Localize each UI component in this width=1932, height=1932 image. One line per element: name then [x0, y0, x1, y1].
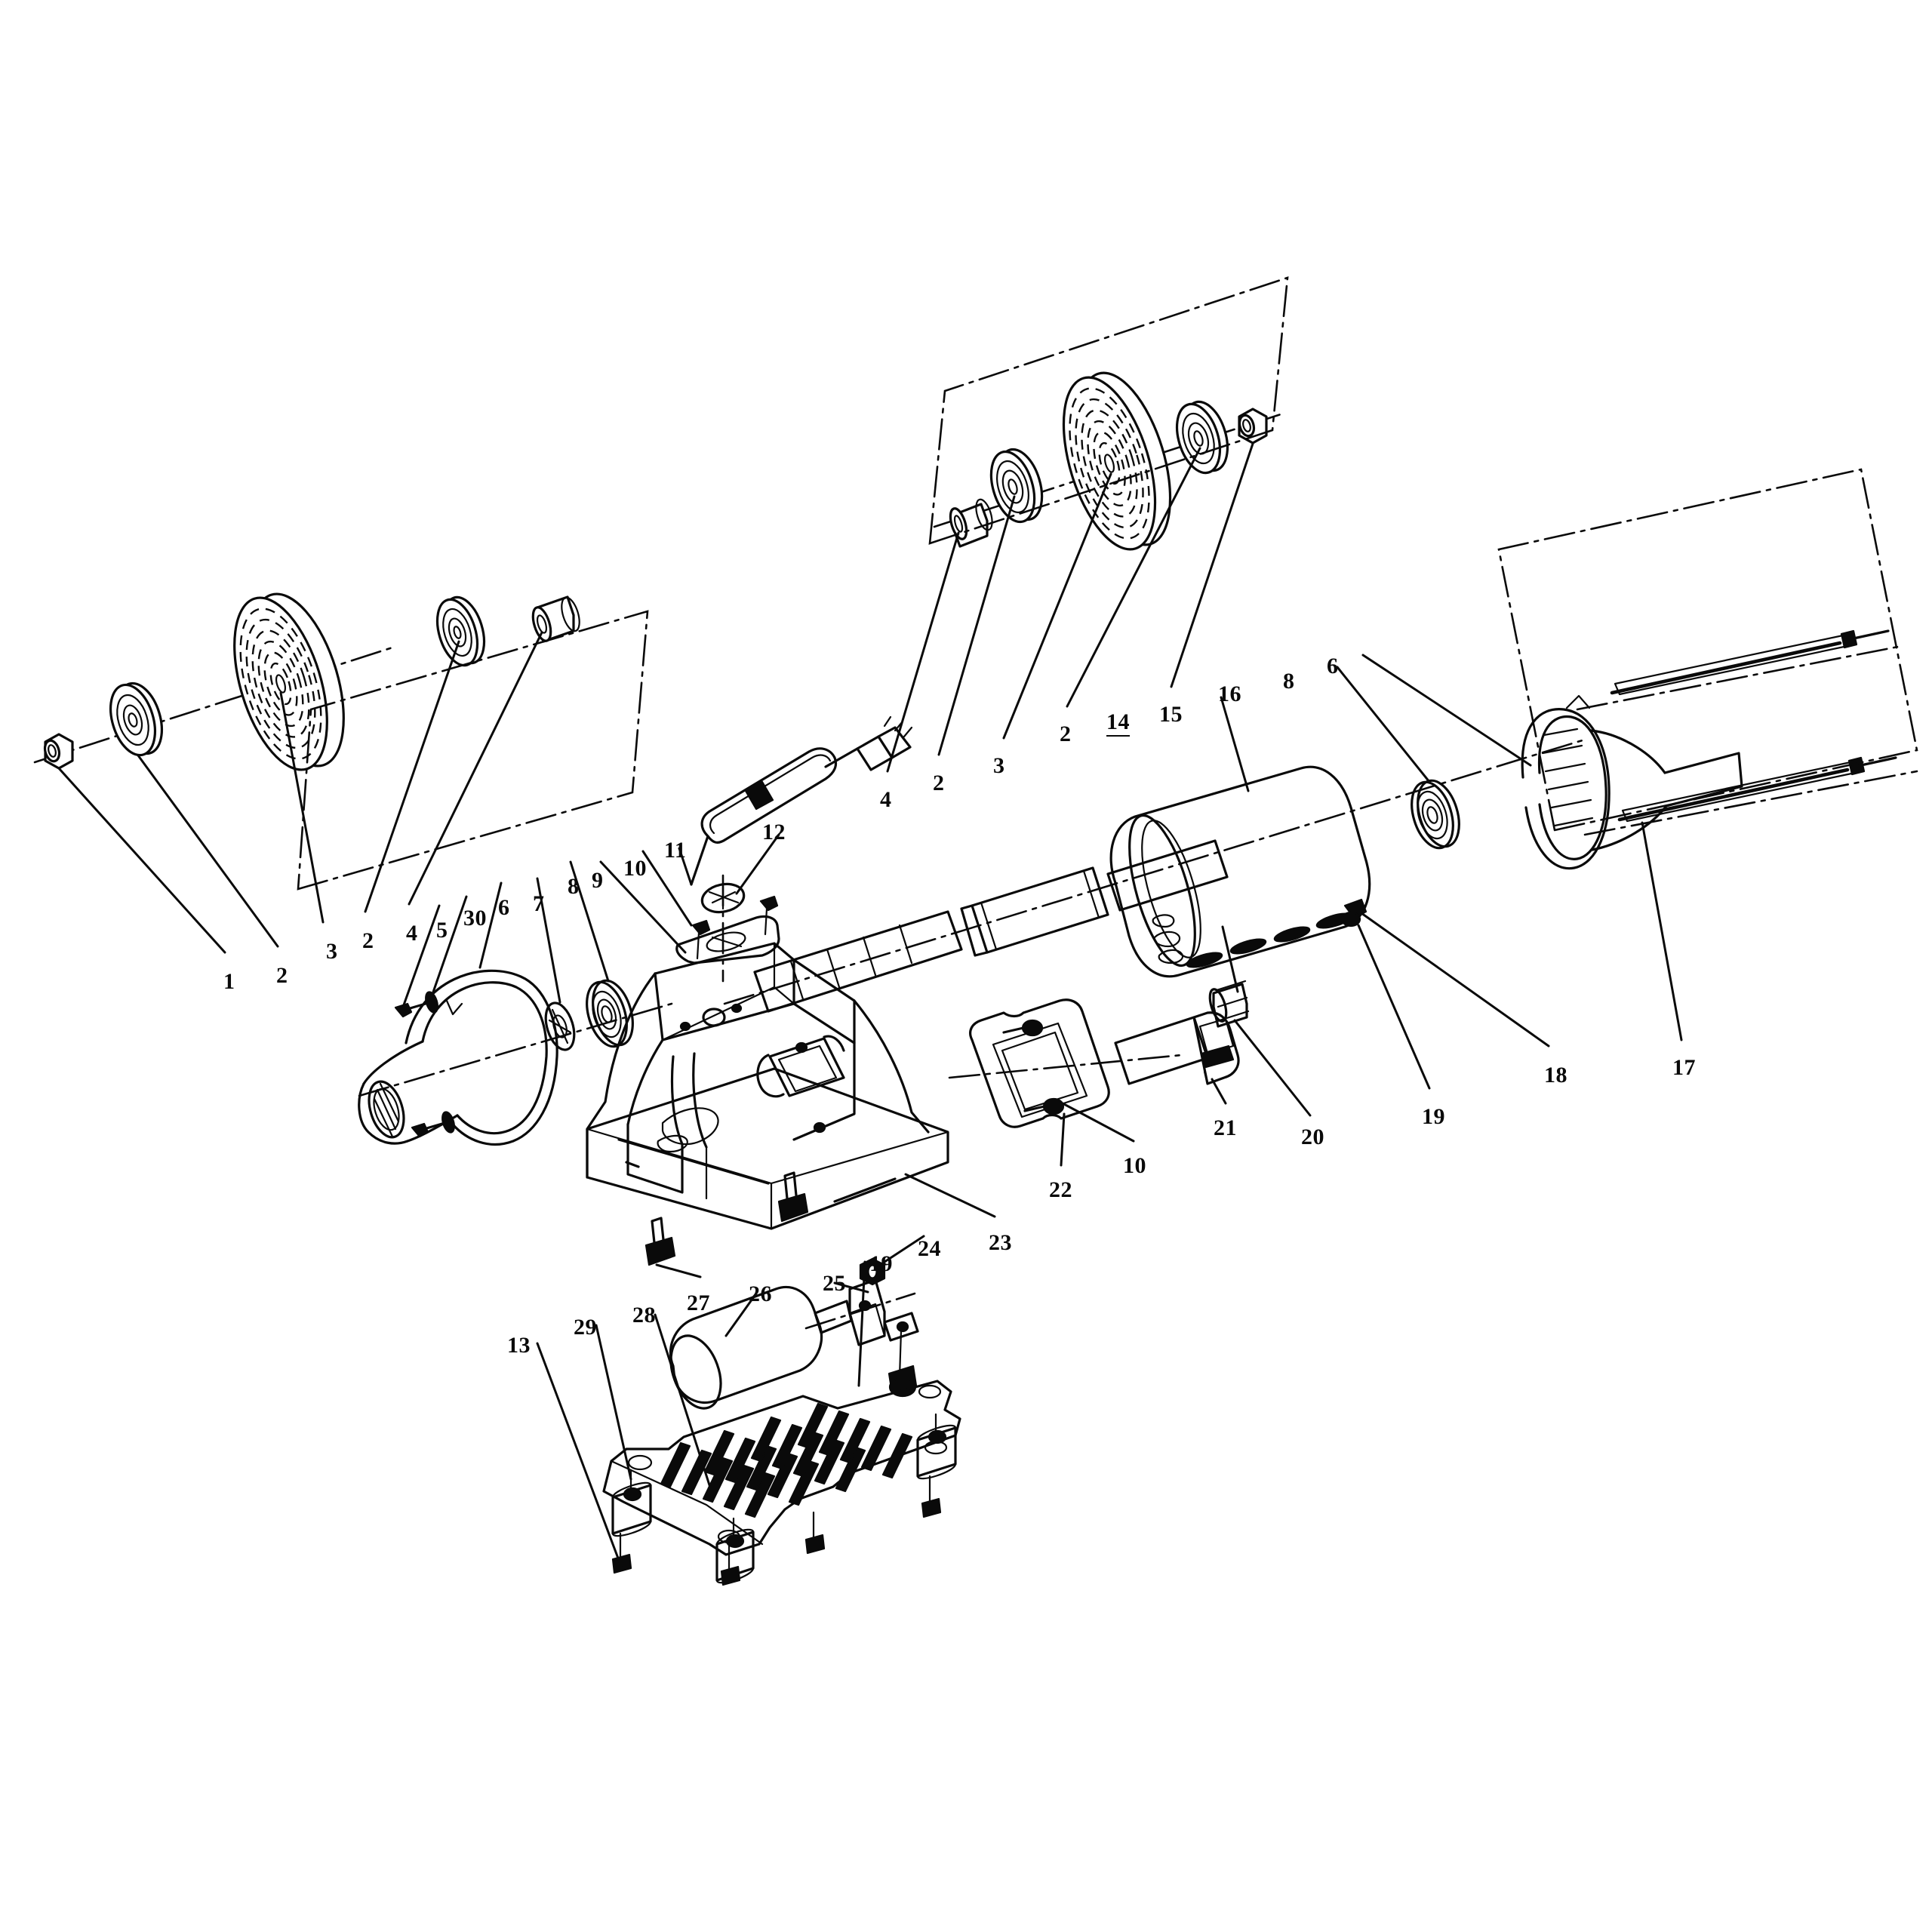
wheel-guard-left-part [358, 969, 558, 1146]
screw-bracket-right [759, 895, 779, 936]
callout-number-27: 27 [687, 1291, 710, 1315]
bearing-spacer-sleeve-part [1208, 925, 1312, 1117]
switch-mounting-plate-group [948, 998, 1183, 1167]
bearing-retainer-washer-left-part [544, 1001, 576, 1051]
callout-number-15: 15 [1159, 702, 1183, 727]
callout-number-24: 24 [918, 1236, 941, 1261]
right-guard-assembly-group [1336, 654, 1743, 870]
callout-number-7: 7 [533, 891, 545, 916]
callout-number-1: 1 [223, 969, 235, 994]
screw-plate-lower [1023, 1097, 1065, 1115]
callout-number-6: 6 [498, 895, 510, 920]
callout-number-3: 3 [993, 753, 1005, 778]
callout-number-20: 20 [1301, 1124, 1324, 1149]
callout-number-11: 11 [664, 838, 687, 863]
callout-number-2: 2 [362, 928, 374, 953]
capacitor-group [669, 1235, 925, 1410]
left-wheel-assembly-group [33, 592, 649, 891]
callout-number-22: 22 [1049, 1177, 1072, 1202]
callout-number-28: 28 [632, 1303, 656, 1327]
hex-nut-left-outer-part [43, 733, 74, 770]
callout-number-21: 21 [1214, 1115, 1237, 1140]
switch-group [1114, 1011, 1240, 1105]
vent-slot-rows [660, 1402, 913, 1518]
ball-bearing-left-part [586, 979, 634, 1048]
housing-side-vents [1186, 912, 1353, 968]
callout-number-16: 16 [1218, 681, 1241, 706]
screw-bracket-left [691, 919, 711, 960]
callout-number-10: 10 [623, 856, 647, 881]
callout-number-23: 23 [989, 1230, 1012, 1255]
bottom-vent-plate-group [536, 1313, 961, 1586]
callout-number-29: 29 [574, 1315, 597, 1340]
callout-number-13: 13 [507, 1333, 531, 1358]
rubber-foot-fr [916, 1413, 957, 1480]
screw-plate-upper [1002, 1019, 1044, 1037]
power-cord-group [690, 715, 913, 886]
callout-number-9: 9 [592, 868, 604, 893]
tool-rest-bar-upper [1610, 629, 1890, 696]
motor-armature-group [723, 738, 1586, 1013]
cord-leader-lines [678, 833, 780, 895]
callout-number-25: 25 [823, 1271, 846, 1296]
callout-number-4: 4 [406, 921, 418, 946]
flange-washer-right-outer-part [1175, 400, 1229, 475]
rubber-foot-bl [715, 1517, 755, 1584]
capacitor-clamp-nut-part [859, 1257, 886, 1286]
callout-number-5: 5 [436, 918, 448, 943]
flange-washer-left-inner-part [435, 595, 486, 667]
left-assembly-boundary-box [297, 610, 649, 891]
right-wheel-assembly-group [928, 276, 1289, 551]
flange-washer-left-small-part [109, 681, 163, 757]
callout-number-6: 6 [1327, 654, 1339, 678]
callout-number-8: 8 [1283, 669, 1295, 694]
callout-number-26: 26 [749, 1281, 772, 1306]
callout-number-2: 2 [276, 963, 288, 988]
base-mount-screw-left [645, 1217, 702, 1278]
callout-number-19: 19 [1422, 1104, 1445, 1129]
eye-shield-leader-lines [599, 850, 693, 954]
flange-washer-right-inner-part [989, 448, 1044, 524]
rubber-foot-fl [611, 1470, 652, 1537]
right-assembly-boundary-box [928, 276, 1289, 545]
callout-number-2: 2 [1060, 721, 1072, 746]
callout-number-14: 14 [1106, 711, 1130, 737]
callout-number-19: 19 [869, 1251, 893, 1276]
callout-number-18: 18 [1544, 1063, 1567, 1088]
housing-screw-group [1340, 898, 1550, 1090]
ball-bearing-right-part [1411, 779, 1460, 850]
callout-number-12: 12 [762, 820, 786, 844]
buffing-wheel-left-part [233, 592, 345, 771]
callout-number-3: 3 [326, 939, 338, 964]
spacer-bushing-left-part [531, 595, 580, 643]
motor-stator-housing-group [1109, 696, 1371, 978]
left-assembly-leader-lines [57, 631, 543, 954]
callout-number-10: 10 [1123, 1153, 1146, 1178]
callout-number-17: 17 [1672, 1055, 1696, 1080]
callout-number-30: 30 [463, 906, 487, 931]
tool-rest-bars-group [1497, 468, 1918, 1041]
callout-number-2: 2 [933, 771, 945, 795]
callout-number-4: 4 [880, 787, 892, 812]
spacer-bushing-right-part [949, 498, 993, 548]
washer-guard-left-lower [441, 1111, 455, 1134]
grinding-wheel-right-part [1062, 371, 1172, 551]
callout-number-8: 8 [568, 874, 580, 899]
left-guard-leader-lines [400, 860, 610, 1013]
eye-shield-bracket-group [675, 895, 780, 964]
left-guard-center-axis [358, 1002, 673, 1097]
housing-vent-slots [1152, 914, 1184, 964]
right-assembly-leader-lines [886, 442, 1254, 773]
cord-grommet-group [700, 874, 746, 983]
left-guard-assembly-group [358, 969, 673, 1146]
base-mount-screw-mid [777, 1171, 809, 1223]
base-pedestal-group [586, 942, 996, 1278]
wheel-guard-right-part [1521, 694, 1743, 870]
tool-rest-boundary-box [1497, 468, 1918, 832]
